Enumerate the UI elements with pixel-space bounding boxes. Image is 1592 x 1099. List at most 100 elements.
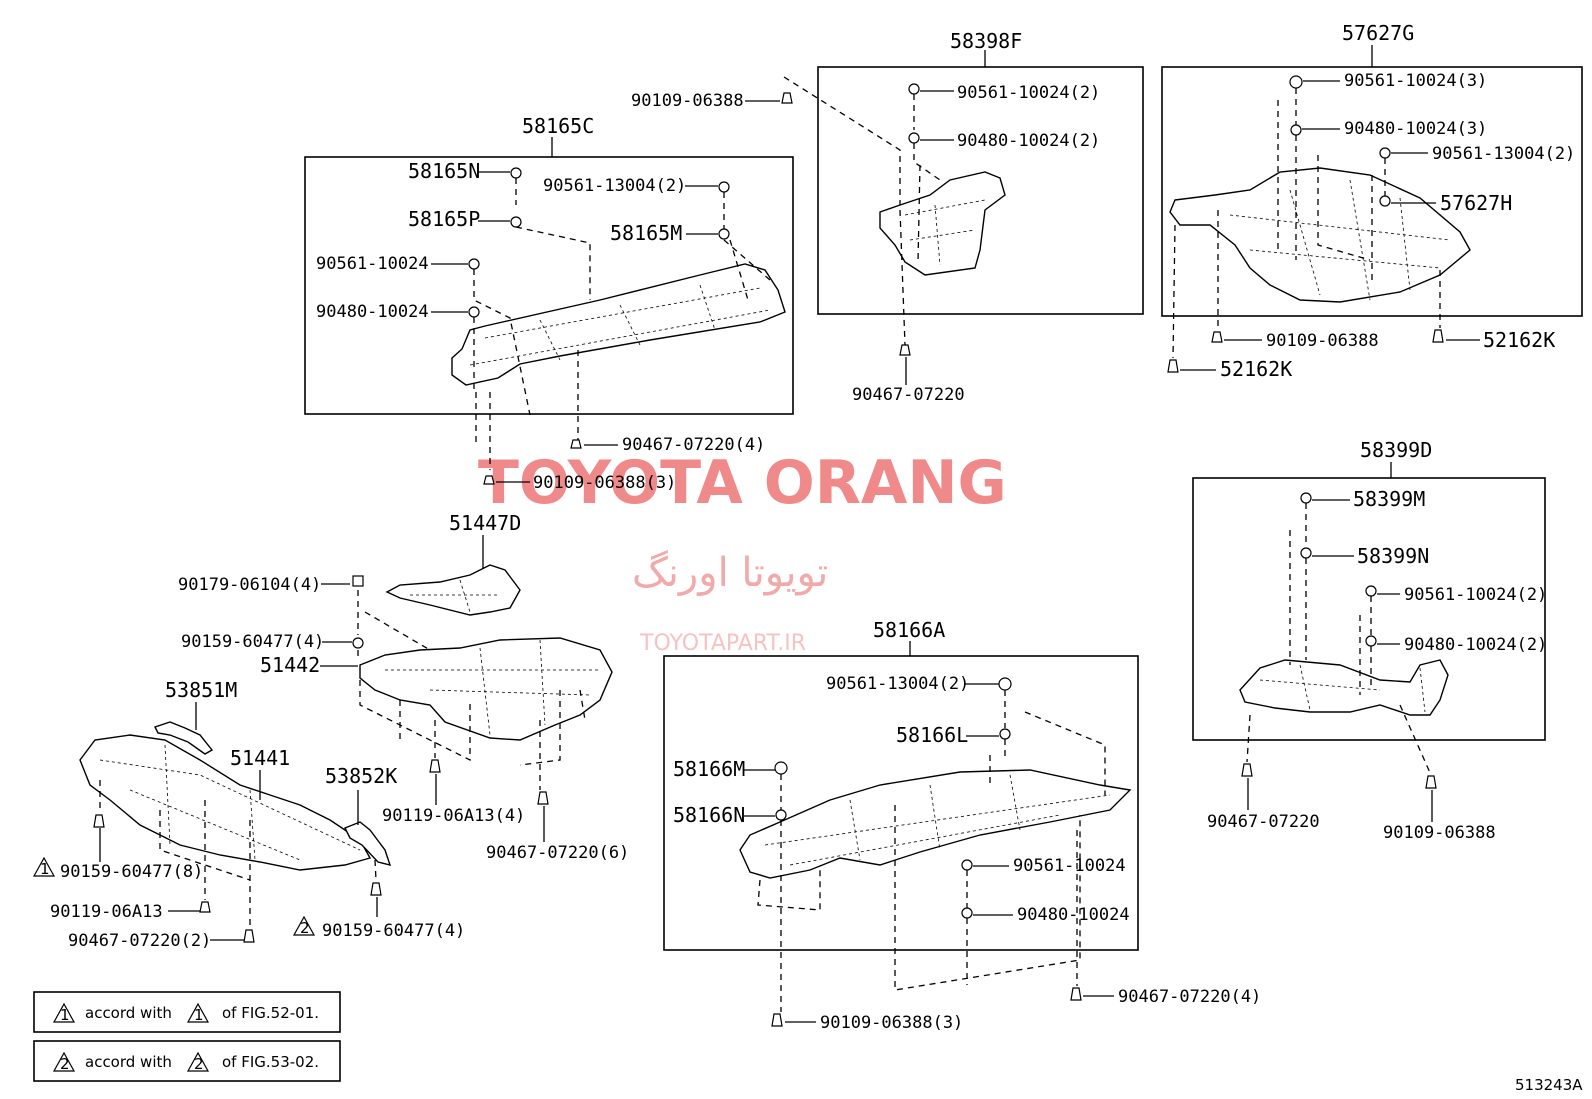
label-90159-60477-4b: 90159-60477(4) xyxy=(322,921,465,941)
side-cover-panel[interactable] xyxy=(879,171,1006,276)
part-51442-panel[interactable] xyxy=(359,637,613,741)
clip-icon xyxy=(510,167,522,179)
label-90467-07220: 90467-07220(4) xyxy=(1118,987,1261,1007)
clip-icon xyxy=(718,181,730,193)
label-90467-07220-2: 90467-07220(2) xyxy=(68,931,211,951)
label-51442: 51442 xyxy=(260,653,320,677)
label-90480-10024: 90480-10024(3) xyxy=(1344,119,1487,139)
clip-icon xyxy=(468,306,480,318)
part-51441-panel[interactable] xyxy=(79,734,372,871)
bolt-icon xyxy=(537,791,549,805)
warning-triangle-icon xyxy=(292,915,316,936)
bolt-icon xyxy=(1070,987,1082,1001)
note-2-mark-2: 2 xyxy=(194,1055,204,1073)
clip-icon xyxy=(961,907,973,919)
group-title: 57627G xyxy=(1342,21,1414,45)
bolt-icon xyxy=(771,1013,783,1027)
clip-icon xyxy=(468,258,480,270)
label-90109-06388: 90109-06388 xyxy=(1383,823,1496,843)
note-box-1 xyxy=(33,991,341,1033)
clip-icon xyxy=(908,83,920,95)
watermark: TOYOTA ORANG تویوتا اورنگ TOYOTAPART.IR xyxy=(478,448,1007,656)
clip-icon xyxy=(1365,585,1377,597)
label-90467-07220: 90467-07220(4) xyxy=(622,435,765,455)
group-box xyxy=(304,156,794,415)
note-1-post: of FIG.52-01. xyxy=(222,1004,319,1022)
clip-icon xyxy=(1300,492,1312,504)
clip-icon xyxy=(352,637,364,649)
bolt-icon xyxy=(199,901,211,913)
label-90109-06388: 90109-06388 xyxy=(631,91,744,111)
note-2-mark: 2 xyxy=(60,1055,70,1073)
warning-triangle-icon xyxy=(52,1051,76,1072)
bolt-icon xyxy=(1167,359,1179,373)
label-90159-60477: 90159-60477(4) xyxy=(181,632,324,652)
bolt-icon xyxy=(1211,331,1223,343)
label-90109-06388: 90109-06388(3) xyxy=(533,473,676,493)
label-52162K: 52162K xyxy=(1483,328,1555,352)
label-90561-10024: 90561-10024 xyxy=(316,254,429,274)
clip-icon xyxy=(1300,547,1312,559)
label-51441: 51441 xyxy=(230,746,290,770)
label-90119-06A13: 90119-06A13(4) xyxy=(382,806,525,826)
warning-triangle-icon xyxy=(32,856,56,877)
bolt-icon xyxy=(1241,763,1253,777)
under-cover-panel[interactable] xyxy=(451,263,786,386)
part-53851M-bracket[interactable] xyxy=(154,721,214,755)
label-90561-10024: 90561-10024(3) xyxy=(1344,71,1487,91)
group-58165C: 58165C 58165N 58165P 90561-13004(2) 5816… xyxy=(304,114,794,493)
label-90467-07220: 90467-07220 xyxy=(1207,812,1320,832)
watermark-brand: TOYOTA ORANG xyxy=(478,448,1007,518)
note-2-pre: accord with xyxy=(85,1053,172,1071)
clip-icon xyxy=(1379,147,1391,159)
bolt-icon xyxy=(243,929,255,943)
group-58399D: 58399D 58399M 58399N 90561-10024(2) 9048… xyxy=(1192,438,1547,843)
label-90561-13004: 90561-13004(2) xyxy=(1432,144,1575,164)
notes-legend: 1 accord with 1 of FIG.52-01. 2 accord w… xyxy=(33,991,341,1082)
label-58166N: 58166N xyxy=(673,803,745,827)
label-90109-06388: 90109-06388(3) xyxy=(820,1013,963,1033)
label-90480-10024: 90480-10024 xyxy=(1017,905,1130,925)
label-90561-10024: 90561-10024(2) xyxy=(957,83,1100,103)
label-58165N: 58165N xyxy=(408,159,480,183)
group-front-covers: 51447D 51442 90179-06104(4) 90159-60477(… xyxy=(32,511,629,951)
label-90159-60477-8: 90159-60477(8) xyxy=(60,862,203,882)
group-title: 58399D xyxy=(1360,438,1432,462)
bolt-icon xyxy=(899,344,911,356)
part-53852K-bracket[interactable] xyxy=(344,821,392,866)
clip-icon xyxy=(998,677,1012,691)
clip-icon xyxy=(999,728,1011,740)
note-1-mark-2: 1 xyxy=(194,1006,204,1024)
label-90561-10024: 90561-10024(2) xyxy=(1404,585,1547,605)
group-58166A: 58166A 90561-13004(2) 58166L 58166M 5816… xyxy=(663,618,1261,1033)
label-52162K-2: 52162K xyxy=(1220,357,1292,381)
bolt-icon xyxy=(370,882,382,896)
label-57627H: 57627H xyxy=(1440,191,1512,215)
label-90561-13004: 90561-13004(2) xyxy=(543,176,686,196)
part-51447D-panel[interactable] xyxy=(385,564,521,616)
bolt-icon xyxy=(483,475,495,485)
nut-icon xyxy=(352,575,364,587)
note-1-pre: accord with xyxy=(85,1004,172,1022)
label-90480-10024: 90480-10024(2) xyxy=(957,131,1100,151)
rear-under-cover[interactable] xyxy=(1239,659,1449,716)
clip-icon xyxy=(1379,195,1391,207)
triangle-mark-2: 2 xyxy=(300,919,310,937)
label-58165P: 58165P xyxy=(408,207,480,231)
label-90179-06104: 90179-06104(4) xyxy=(178,575,321,595)
clip-icon xyxy=(1365,635,1377,647)
label-90561-13004: 90561-13004(2) xyxy=(826,674,969,694)
label-58399M: 58399M xyxy=(1353,487,1425,511)
clip-icon xyxy=(775,809,787,821)
bolt-icon xyxy=(781,92,793,104)
engine-under-cover[interactable] xyxy=(1169,167,1471,303)
figure-id: 513243A xyxy=(1515,1076,1583,1094)
label-58399N: 58399N xyxy=(1357,544,1429,568)
warning-triangle-icon xyxy=(186,1051,210,1072)
clip-icon xyxy=(908,132,920,144)
watermark-site: TOYOTAPART.IR xyxy=(639,631,806,656)
bolt-icon xyxy=(93,814,105,828)
center-under-cover[interactable] xyxy=(739,769,1132,879)
bolt-icon xyxy=(429,759,441,773)
